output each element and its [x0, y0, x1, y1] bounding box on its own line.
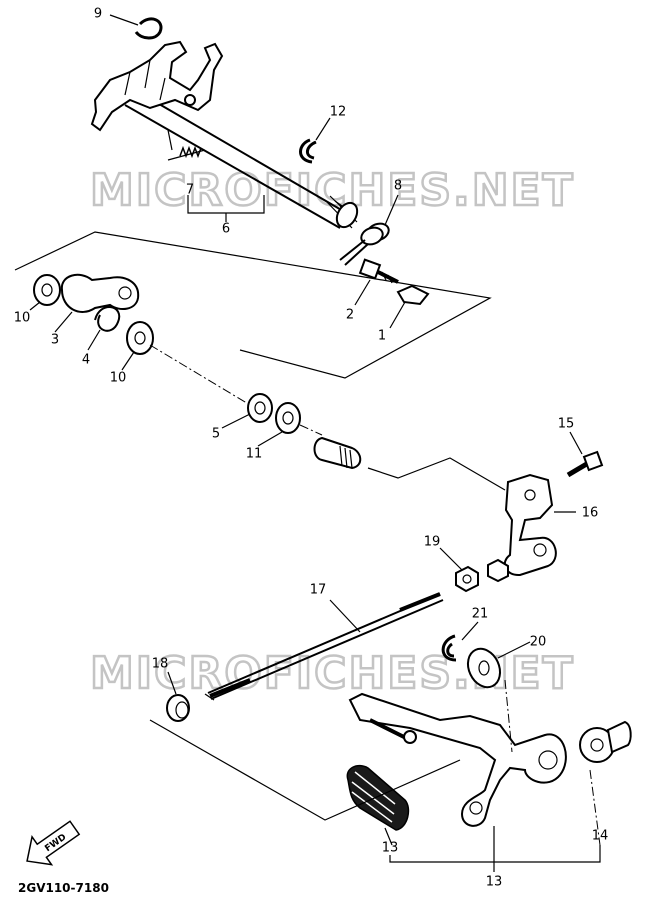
nut-20 — [455, 558, 509, 593]
circlip-12 — [299, 138, 317, 164]
forward-arrow-icon: FWD — [26, 820, 81, 866]
bolt-16 — [566, 450, 604, 478]
return-spring-8 — [339, 222, 390, 266]
spring-7 — [167, 129, 206, 161]
leader-lines — [29, 14, 583, 846]
shift-rod-18 — [204, 592, 444, 701]
rubber-19 — [166, 694, 190, 722]
callout-8: 8 — [394, 179, 402, 194]
callout-20: 19 — [424, 535, 441, 550]
group-frame-bottom — [149, 719, 461, 821]
washer-21 — [466, 647, 502, 689]
watermark-top: MICROFICHES.NET — [90, 165, 575, 216]
washer-10-bottom — [126, 321, 154, 355]
lock-plate-1 — [396, 284, 430, 306]
stopper-lever-3 — [60, 273, 140, 313]
callout-19: 18 — [152, 657, 169, 672]
callout-10-top: 10 — [14, 311, 31, 326]
callout-7: 7 — [186, 183, 194, 198]
spring-4 — [94, 306, 121, 332]
rod-end-15 — [579, 720, 632, 763]
callout-3: 3 — [51, 333, 59, 348]
callout-1: 1 — [378, 329, 386, 344]
collar-5 — [247, 393, 273, 423]
circlip-9 — [134, 17, 163, 40]
callout-15: 14 — [592, 829, 609, 844]
washer-11 — [275, 402, 301, 434]
callout-18: 17 — [310, 583, 327, 598]
shift-arm-17 — [503, 473, 557, 577]
shift-shaft-assembly — [90, 17, 430, 306]
part-code: 2GV110-7180 — [18, 881, 109, 895]
callout-22: 21 — [472, 607, 489, 622]
callout-16: 15 — [558, 417, 575, 432]
callout-9: 9 — [94, 7, 102, 22]
washer-10-top — [33, 274, 61, 306]
shift-pedal — [348, 692, 567, 827]
circlip-22 — [441, 634, 457, 662]
group-frame-top — [14, 231, 492, 379]
callout-13: 13 — [486, 875, 503, 890]
bushing — [313, 436, 362, 470]
callout-5: 5 — [212, 427, 220, 442]
callout-labels: 9 12 7 8 6 2 1 10 3 4 10 5 11 15 16 19 1… — [14, 7, 609, 890]
callout-4: 4 — [82, 353, 90, 368]
callout-17: 16 — [582, 506, 599, 521]
callout-10-bottom: 10 — [110, 371, 127, 386]
callout-11: 11 — [246, 447, 263, 462]
callout-12: 12 — [330, 105, 347, 120]
callout-14: 13 — [382, 841, 399, 856]
callout-21: 20 — [530, 635, 547, 650]
shift-arm-bracket — [90, 40, 224, 132]
stopper-lever-assembly — [33, 273, 154, 355]
pedal-rubber-14 — [346, 764, 410, 831]
callout-2: 2 — [346, 308, 354, 323]
shaft-spline — [324, 195, 359, 229]
bolt-2 — [358, 258, 399, 284]
callout-6: 6 — [222, 222, 230, 237]
